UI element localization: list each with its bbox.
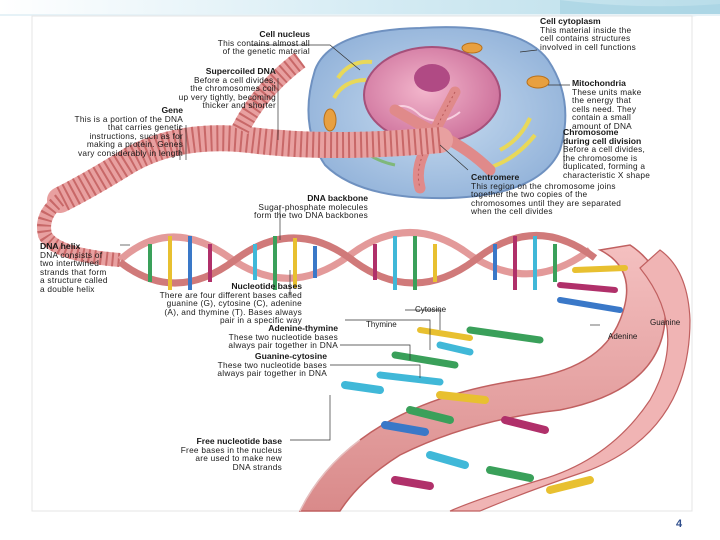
label-guanine-cytosine-title: Guanine-cytosine [254,351,327,361]
label-dna-backbone-desc: Sugar-phosphate molecules form the two D… [254,201,368,221]
leader-lines [120,44,600,441]
label-dna-helix-desc: DNA consists of two intertwined strands … [40,249,108,294]
mitochondrion [323,108,337,132]
label-guanine-cytosine: Guanine-cytosine These two nucleotide ba… [180,352,327,378]
free-nucleotide-bases [341,381,594,494]
label-cell-cytoplasm-title: Cell cytoplasm [540,16,601,26]
slide-number: 4 [676,518,683,530]
label-chromosome-division: Chromosome during cell division Before a… [563,128,688,180]
label-cell-nucleus: Cell nucleus This contains almost all of… [180,30,310,56]
top-swoosh [560,0,720,18]
label-chromosome-division-desc: Before a cell divides, the chromosome is… [563,144,651,180]
label-mitochondria: Mitochondria These units make the energy… [572,79,682,131]
label-free-nucleotide-desc: Free bases in the nucleus are used to ma… [180,444,282,472]
label-free-nucleotide-title: Free nucleotide base [196,436,283,446]
label-centromere: Centromere This region on the chromosome… [471,173,671,216]
label-cell-cytoplasm-desc: This material inside the cell contains s… [540,24,636,52]
label-supercoiled-dna-desc: Before a cell divides, the chromosomes c… [178,74,276,111]
label-adenine-thymine-desc: These two nucleotide bases always pair t… [228,331,338,351]
label-adenine: Adenine [608,332,638,341]
label-cell-nucleus-desc: This contains almost all of the genetic … [217,37,310,57]
label-mitochondria-title: Mitochondria [572,78,626,88]
dna-helix-small [117,229,598,290]
label-dna-backbone-title: DNA backbone [307,193,368,203]
label-dna-helix-title: DNA helix [40,241,81,251]
label-gene: Gene This is a portion of the DNA that c… [40,106,183,158]
label-thymine: Thymine [366,320,397,329]
label-adenine-thymine: Adenine-thymine These two nucleotide bas… [190,324,338,350]
top-decorative-bar [0,0,720,14]
ribbon-bases [376,265,628,386]
label-adenine-thymine-title: Adenine-thymine [268,323,338,333]
label-guanine-cytosine-desc: These two nucleotide bases always pair t… [217,359,327,379]
label-cell-nucleus-title: Cell nucleus [259,29,310,39]
label-nucleotide-bases-title: Nucleotide bases [231,281,302,291]
label-chromosome-division-title: Chromosome during cell division [563,127,642,146]
mitochondrion [461,42,483,54]
label-cell-cytoplasm: Cell cytoplasm This material inside the … [540,17,690,51]
label-cytosine: Cytosine [415,305,447,314]
label-mitochondria-desc: These units make the energy that cells n… [572,86,642,131]
label-gene-title: Gene [161,105,184,115]
label-centromere-title: Centromere [471,172,520,182]
label-centromere-desc: This region on the chromosome joins toge… [471,180,622,217]
label-gene-desc: This is a portion of the DNA that carrie… [74,113,183,158]
top-divider [0,14,720,16]
label-guanine: Guanine [650,318,681,327]
nucleolus [414,64,450,92]
label-nucleotide-bases: Nucleotide bases There are four differen… [122,282,302,325]
label-dna-helix: DNA helix DNA consists of two intertwine… [40,242,130,294]
supercoiled-dna [37,52,453,267]
mitochondrion [526,75,550,89]
label-dna-backbone: DNA backbone Sugar-phosphate molecules f… [220,194,368,220]
label-supercoiled-dna-title: Supercoiled DNA [205,66,276,76]
label-nucleotide-bases-desc: There are four different bases called gu… [159,289,302,326]
label-supercoiled-dna: Supercoiled DNA Before a cell divides, t… [158,67,276,110]
label-free-nucleotide: Free nucleotide base Free bases in the n… [152,437,282,471]
dna-large-ribbon [298,244,691,512]
